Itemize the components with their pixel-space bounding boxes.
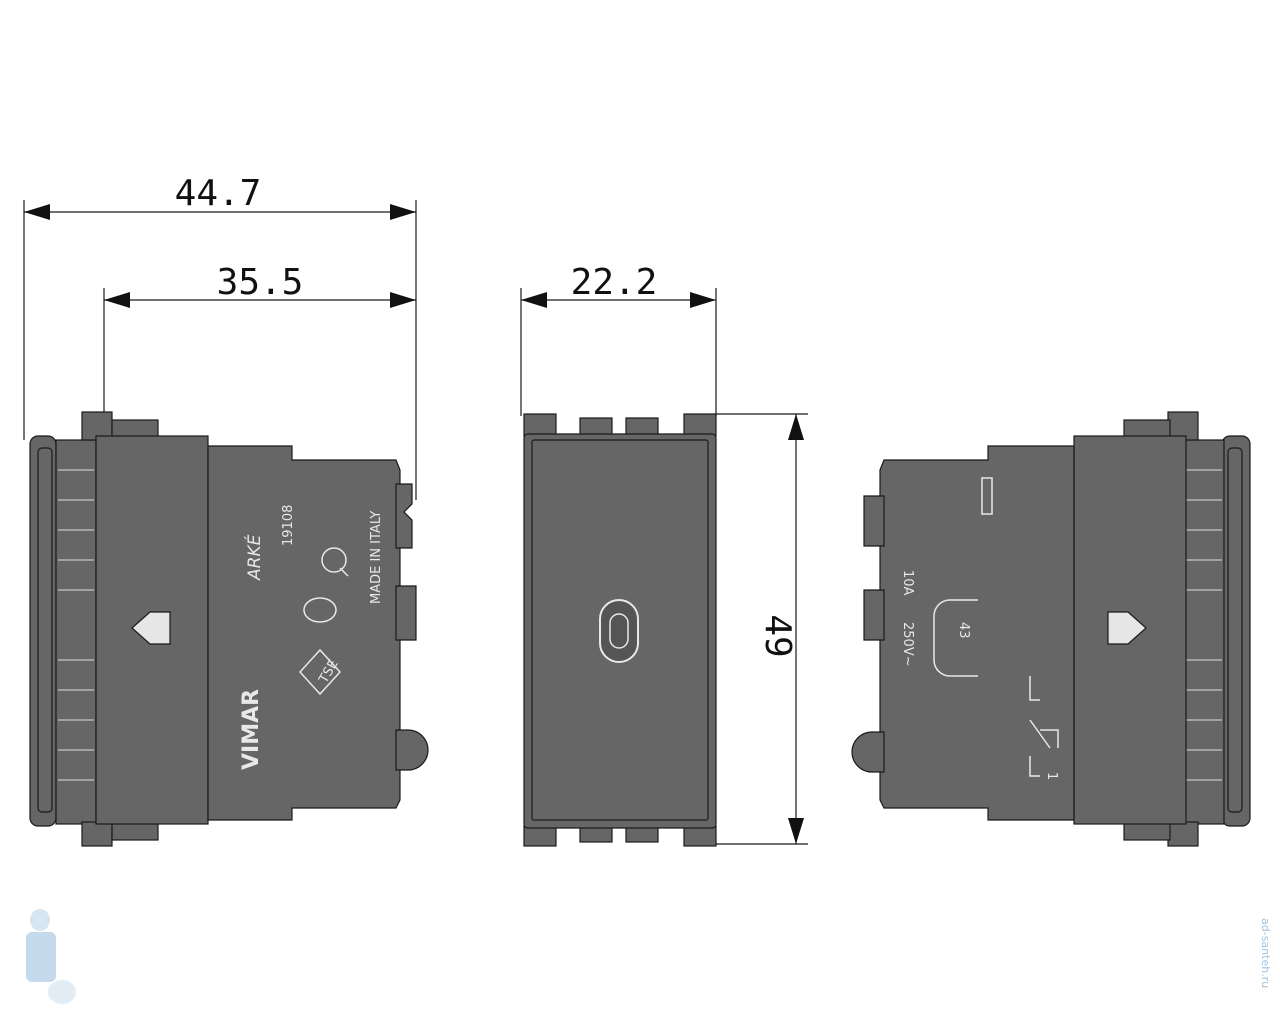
rating-current: 10A xyxy=(900,570,915,596)
imq-cert-mark xyxy=(321,547,349,577)
dimension-body-depth: 35.5 xyxy=(103,262,416,420)
height-label: 49 xyxy=(757,614,798,657)
code-marking: 19108 xyxy=(281,505,296,546)
strip-length: 43 xyxy=(956,622,971,639)
strip-gauge: 43 xyxy=(933,599,978,677)
dimension-height: 49 xyxy=(716,413,808,845)
origin-marking: MADE IN ITALY xyxy=(369,511,384,604)
overall-depth-label: 44.7 xyxy=(175,173,262,214)
dimension-width: 22.2 xyxy=(520,262,717,416)
indicator-window xyxy=(599,599,639,663)
series-marking: ARKÉ xyxy=(243,534,265,581)
front-view xyxy=(523,413,717,847)
left-side-view: VIMAR ARKÉ 19108 MADE IN ITALY TSE xyxy=(29,411,429,847)
width-label: 22.2 xyxy=(571,262,658,303)
body-depth-label: 35.5 xyxy=(217,262,304,303)
right-side-view: 10A 250V~ 43 1 xyxy=(851,411,1251,847)
brand-marking: VIMAR xyxy=(239,689,264,770)
plumber-logo xyxy=(26,909,76,1004)
contact-symbol: 1 xyxy=(1029,676,1059,780)
rating-voltage: 250V~ xyxy=(900,622,915,667)
site-watermark: ad-santeh.ru xyxy=(1259,918,1272,988)
ccc-cert-mark xyxy=(303,597,337,623)
contact-label: 1 xyxy=(1044,772,1059,780)
dimension-overall-depth: 44.7 xyxy=(23,173,417,500)
